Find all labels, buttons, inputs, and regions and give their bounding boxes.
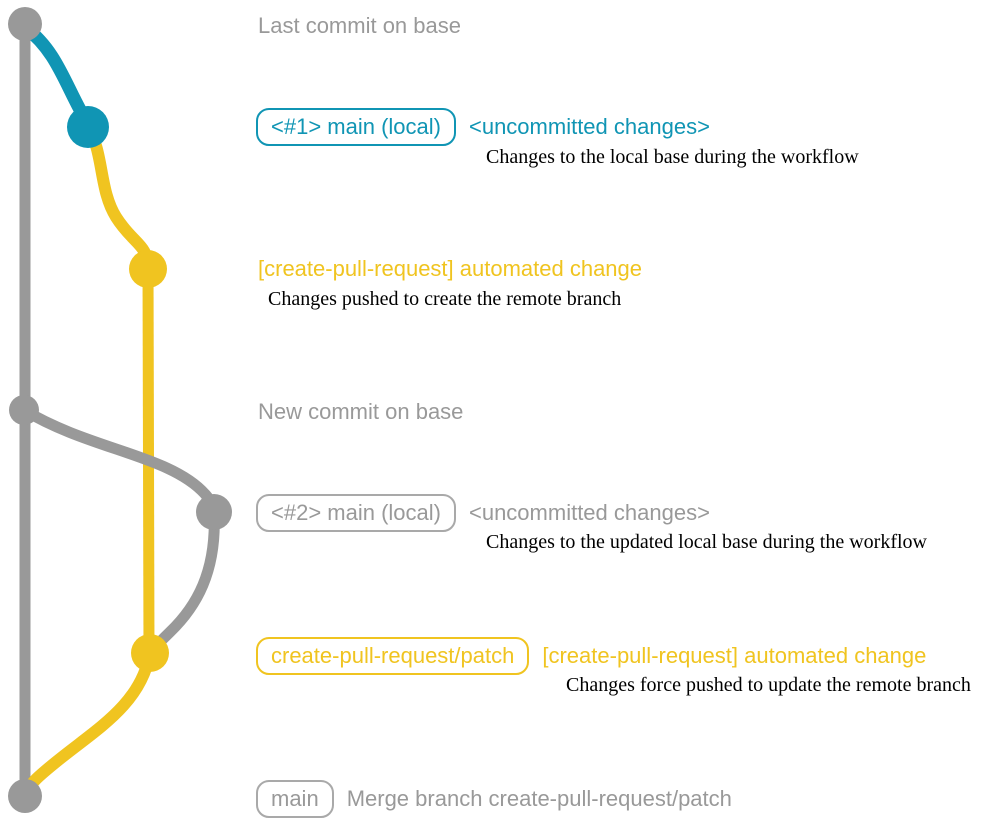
label-automated-change-1: [create-pull-request] automated change [258,256,643,281]
label-automated-change-2: [create-pull-request] automated change [542,643,927,668]
node-last-commit-on-base [8,7,42,41]
git-graph [8,7,232,813]
node-merge-commit [8,779,42,813]
node-new-commit-on-base [9,395,39,425]
badge-main-local-2: <#2> main (local) [256,494,456,532]
row-pr1: <#1> main (local) <uncommitted changes> [256,108,710,146]
label-last-commit-on-base: Last commit on base [258,13,461,38]
label-merge-branch: Merge branch create-pull-request/patch [346,785,732,811]
label-uncommitted-changes-2: <uncommitted changes> [468,500,710,525]
desc-updated-local-base-changes: Changes to the updated local base during… [486,531,927,553]
label-new-commit-on-base: New commit on base [258,399,464,424]
badge-main: main [256,779,334,818]
desc-push-create-remote-branch: Changes pushed to create the remote bran… [268,288,622,310]
rebase-edge [144,506,220,659]
badge-create-pull-request-patch: create-pull-request/patch [256,637,530,675]
badge-main-local-1: <#1> main (local) [256,108,456,146]
label-uncommitted-changes-1: <uncommitted changes> [468,114,710,139]
updated-local-edge [18,404,220,518]
merge-edge [19,647,156,801]
node-remote-branch-commit-1 [129,250,167,288]
node-local-base-change [67,106,109,148]
row-pr2: <#2> main (local) <uncommitted changes> [256,494,710,532]
remote-branch-edge-1 [82,121,154,274]
desc-local-base-changes: Changes to the local base during the wor… [486,146,859,168]
desc-force-push-remote-branch: Changes force pushed to update the remot… [566,674,971,696]
node-remote-branch-commit-2 [131,634,169,672]
row-push2: create-pull-request/patch [create-pull-r… [256,637,926,675]
row-merge: main Merge branch create-pull-request/pa… [256,779,732,818]
node-updated-local-base-change [196,494,232,530]
